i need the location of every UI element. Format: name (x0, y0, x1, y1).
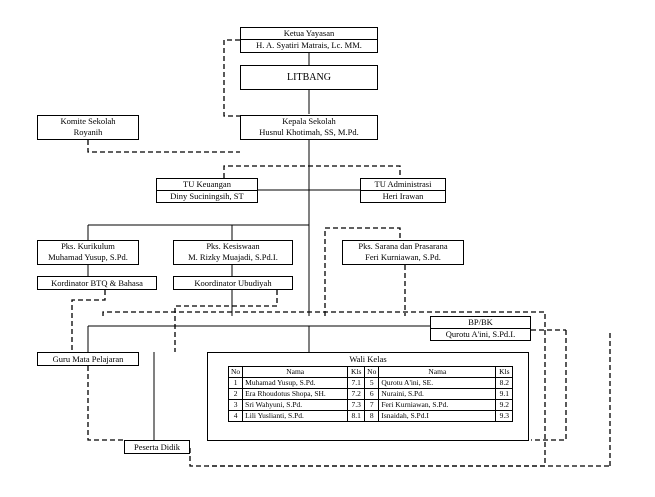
row-nama-2: Qurotu A'ini, SE. (378, 377, 497, 389)
ketua-yayasan-box: Ketua Yayasan H. A. Syatiri Matrais, Lc.… (240, 27, 378, 53)
wali-kelas-title: Wali Kelas (349, 354, 387, 364)
row-nama: Lili Yuslianti, S.Pd. (242, 410, 349, 422)
tu-administrasi-name: Heri Irawan (361, 190, 445, 202)
pks-sarana-box: Pks. Sarana dan Prasarana Feri Kurniawan… (342, 240, 464, 265)
row-nama: Era Rhoudotus Shopa, SH. (242, 388, 349, 400)
kordinator-btq-box: Kordinator BTQ & Bahasa (37, 276, 157, 290)
tu-administrasi-title: TU Administrasi (374, 179, 432, 189)
pks-kesiswaan-box: Pks. Kesiswaan M. Rizky Muajadi, S.Pd.I. (173, 240, 293, 265)
litbang-box: LITBANG (240, 65, 378, 90)
header-nama: Nama (242, 366, 349, 378)
table-row: 1 Muhamad Yusup, S.Pd. 7.1 5 Qurotu A'in… (227, 377, 514, 389)
tu-keuangan-title: TU Keuangan (183, 179, 231, 189)
bpbk-box: BP/BK Qurotu A'ini, S.Pd.I. (430, 316, 531, 341)
row-no-2: 8 (364, 410, 380, 422)
row-kls: 7.1 (347, 377, 366, 389)
kurikulum-title: Pks. Kurikulum (61, 241, 115, 251)
row-nama-2: Nuraini, S.Pd. (378, 388, 497, 400)
row-no: 3 (227, 399, 244, 411)
koordinator-ubudiyah-box: Koordinator Ubudiyah (173, 276, 293, 290)
kepala-title: Kepala Sekolah (282, 116, 336, 126)
row-kls-2: 9.2 (495, 399, 514, 411)
row-kls-2: 9.1 (495, 388, 514, 400)
header-kls: Kls (347, 366, 366, 378)
header-kls-2: Kls (495, 366, 514, 378)
row-no-2: 5 (364, 377, 380, 389)
table-row: 4 Lili Yuslianti, S.Pd. 8.1 8 Isnaidah, … (227, 410, 514, 422)
row-nama-2: Isnaidah, S.Pd.I (378, 410, 497, 422)
table-header-row: No Nama Kls No Nama Kls (227, 366, 514, 378)
table-row: 3 Sri Wahyuni, S.Pd. 7.3 7 Feri Kurniawa… (227, 399, 514, 411)
wali-kelas-table: No Nama Kls No Nama Kls 1 Muhamad Yusup,… (227, 366, 514, 422)
header-nama-2: Nama (378, 366, 497, 378)
ketua-yayasan-name: H. A. Syatiri Matrais, Lc. MM. (241, 39, 377, 51)
guru-mapel-box: Guru Mata Pelajaran (37, 352, 139, 366)
row-nama: Sri Wahyuni, S.Pd. (242, 399, 349, 411)
row-no-2: 7 (364, 399, 380, 411)
ketua-yayasan-title: Ketua Yayasan (283, 28, 335, 38)
kesiswaan-name: M. Rizky Muajadi, S.Pd.I. (188, 252, 278, 262)
sarana-name: Feri Kurniawan, S.Pd. (365, 252, 441, 262)
peserta-title: Peserta Didik (133, 441, 181, 452)
row-no: 2 (227, 388, 244, 400)
row-no: 1 (227, 377, 244, 389)
komite-title: Komite Sekolah (60, 116, 116, 126)
tu-administrasi-box: TU Administrasi Heri Irawan (360, 178, 446, 203)
row-no: 4 (227, 410, 244, 422)
tu-keuangan-name: Diny Suciningsih, ST (157, 190, 257, 202)
kesiswaan-title: Pks. Kesiswaan (206, 241, 260, 251)
kepala-sekolah-box: Kepala Sekolah Husnul Khotimah, SS, M.Pd… (240, 115, 378, 140)
row-nama-2: Feri Kurniawan, S.Pd. (378, 399, 497, 411)
komite-name: Royanih (73, 127, 103, 137)
bpbk-title: BP/BK (468, 317, 493, 327)
kurikulum-name: Muhamad Yusup, S.Pd. (48, 252, 128, 262)
header-no-2: No (364, 366, 380, 378)
row-kls: 7.3 (347, 399, 366, 411)
row-no-2: 6 (364, 388, 380, 400)
ubudiyah-title: Koordinator Ubudiyah (194, 277, 272, 288)
wali-kelas-box: Wali Kelas No Nama Kls No Nama Kls 1 Muh… (207, 352, 529, 441)
peserta-didik-box: Peserta Didik (124, 440, 190, 454)
table-row: 2 Era Rhoudotus Shopa, SH. 7.2 6 Nuraini… (227, 388, 514, 400)
row-kls: 7.2 (347, 388, 366, 400)
bpbk-name: Qurotu A'ini, S.Pd.I. (431, 328, 530, 340)
pks-kurikulum-box: Pks. Kurikulum Muhamad Yusup, S.Pd. (37, 240, 139, 265)
tu-keuangan-box: TU Keuangan Diny Suciningsih, ST (156, 178, 258, 203)
row-nama: Muhamad Yusup, S.Pd. (242, 377, 349, 389)
row-kls-2: 9.3 (495, 410, 514, 422)
header-no: No (227, 366, 244, 378)
guru-title: Guru Mata Pelajaran (52, 353, 124, 364)
btq-title: Kordinator BTQ & Bahasa (51, 277, 143, 288)
litbang-title: LITBANG (287, 72, 331, 83)
row-kls: 8.1 (347, 410, 366, 422)
kepala-name: Husnul Khotimah, SS, M.Pd. (259, 127, 359, 137)
sarana-title: Pks. Sarana dan Prasarana (358, 241, 448, 251)
komite-sekolah-box: Komite Sekolah Royanih (37, 115, 139, 140)
row-kls-2: 8.2 (495, 377, 514, 389)
